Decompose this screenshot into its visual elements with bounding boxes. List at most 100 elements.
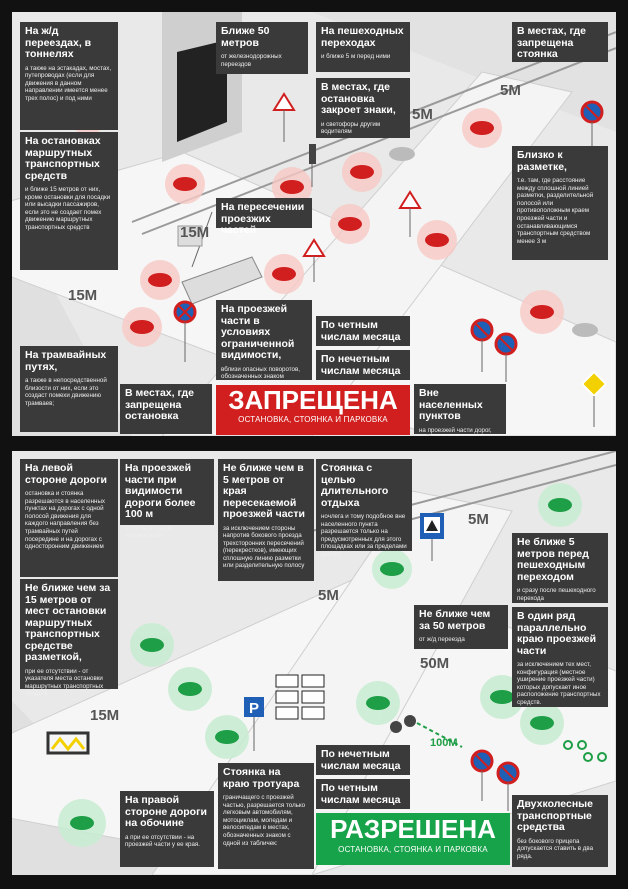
info-title: На проезжей части в условиях ограниченно… — [221, 303, 295, 361]
info-title: На трамвайных путях, — [25, 349, 107, 373]
info-box: На проезжей части при видимости дороги б… — [120, 459, 214, 539]
info-box: По четным числам месяца — [316, 779, 410, 809]
info-title: В один ряд параллельно краю проезжей час… — [517, 610, 597, 657]
camping-sign-icon — [420, 513, 444, 561]
info-box: Не ближе чем за 50 метров от ж/д переезд… — [414, 605, 508, 649]
info-title: Не ближе чем за 15 метров от мест остано… — [25, 582, 111, 663]
info-title: В местах, где запрещена стоянка — [517, 25, 586, 60]
info-text: ночлега и тому подобное вне населенного … — [321, 513, 407, 558]
forbidden-banner: ЗАПРЕЩЕНА ОСТАНОВКА, СТОЯНКА И ПАРКОВКА — [216, 385, 410, 435]
info-box: В один ряд параллельно краю проезжей час… — [512, 607, 608, 707]
info-text: хотя бы в одном направлении — [125, 524, 172, 540]
info-text: а при ее отсутствии - на проезжей части … — [125, 833, 200, 849]
info-box: На проезжей части в условиях ограниченно… — [216, 300, 312, 380]
dangerous-turn-sign-icon — [302, 238, 326, 282]
warning-sign-icon — [398, 190, 422, 237]
info-text: остановка и стоянка разрешаются в населе… — [25, 490, 105, 551]
distance-label: 15М — [90, 707, 120, 724]
main-road-sign-icon — [580, 370, 608, 427]
distance-label: 5М — [412, 106, 433, 123]
no-parking-even-days-sign-icon — [470, 318, 494, 372]
distance-label: 5М — [500, 82, 521, 99]
allowed-cars — [70, 498, 572, 830]
info-title: По четным числам месяца — [321, 782, 401, 806]
no-parking-odd-days-sign-icon — [470, 749, 494, 801]
info-title: Ближе 50 метров — [221, 25, 270, 49]
info-title: Вне населенных пунктов — [419, 387, 483, 422]
info-box: В местах, где запрещена стоянка — [512, 22, 608, 62]
info-title: На пешеходных переходах — [321, 25, 404, 49]
info-text: при ее отсутствии - от указателя места о… — [25, 667, 104, 698]
info-text: и светофоры другим водителям — [321, 120, 381, 136]
info-text: от ж/д переезда — [419, 636, 465, 643]
info-text: граничащего с проезжей частью, разрешает… — [223, 794, 306, 847]
forbidden-street-illustration — [12, 12, 616, 436]
bus-stop-marking — [46, 731, 90, 755]
info-box: Не ближе чем за 15 метров от мест остано… — [20, 579, 118, 697]
info-box: На пешеходных переходах и ближе 5 м пере… — [316, 22, 410, 72]
info-title: Не ближе 5 метров перед пешеходным перех… — [517, 536, 589, 583]
parking-plates-icon — [275, 674, 325, 720]
info-text: и ближе 15 метров от них, кроме остановк… — [25, 186, 111, 231]
info-title: На правой стороне дороги на обочине — [125, 794, 207, 829]
banner-title: РАЗРЕШЕНА — [330, 814, 496, 844]
info-title: Двухколесные транспортные средства — [517, 798, 593, 833]
no-stopping-sign-icon — [173, 300, 197, 362]
no-parking-odd-days-sign-icon — [494, 332, 518, 382]
no-parking-even-days-sign-icon — [496, 761, 520, 811]
distance-label: 15М — [68, 287, 98, 304]
info-box: На пересечении проезжих частей — [216, 198, 312, 236]
info-box: Не ближе 5 метров перед пешеходным перех… — [512, 533, 608, 603]
info-box: По четным числам месяца — [316, 316, 410, 346]
info-box: Ближе 50 метров от железнодорожных перее… — [216, 22, 308, 74]
info-box: На трамвайных путях, а также в непосредс… — [20, 346, 118, 432]
info-text: на проезжей части дорог, обозначенных зн… — [419, 426, 492, 437]
info-box: По нечетным числам месяца — [316, 350, 410, 380]
info-text: а также на эстакадах, мостах, путепровод… — [25, 64, 112, 102]
info-box: На остановках маршрутных транспортных ср… — [20, 132, 118, 270]
info-title: По нечетным числам месяца — [321, 353, 401, 377]
rail-crossing-sign-icon — [272, 92, 296, 142]
distance-label: 100М — [430, 737, 458, 749]
info-text: вблизи опасных поворотов, обозначенных з… — [221, 365, 300, 381]
info-text: и сразу после пешеходного перехода — [517, 587, 596, 602]
info-title: Не ближе чем в 5 метров от края пересека… — [223, 462, 305, 520]
info-title: На левой стороне дороги — [25, 462, 107, 486]
svg-text:P: P — [249, 700, 259, 717]
distance-label: 50М — [420, 655, 450, 672]
distance-label: 5М — [318, 587, 339, 604]
binoculars-icon — [390, 715, 416, 733]
allowed-panel: P 15М 5М 5М 50М 100М На левой стороне до… — [12, 451, 616, 875]
traffic-light-icon — [309, 144, 316, 187]
banner-title: ЗАПРЕЩЕНА — [228, 385, 398, 415]
info-box: Стоянка с целью длительного отдыха ночле… — [316, 459, 412, 558]
bus-stop-shelter — [177, 225, 203, 247]
parking-sign-icon: P — [244, 697, 264, 751]
info-title: На ж/д переездах, в тоннелях — [25, 25, 92, 60]
info-text: от железнодорожных переездов — [221, 53, 282, 68]
info-title: В местах, где запрещена остановка — [125, 387, 194, 422]
banner-subtitle: ОСТАНОВКА, СТОЯНКА И ПАРКОВКА — [238, 415, 388, 424]
info-box: Стоянка на краю тротуара граничащего с п… — [218, 763, 314, 869]
info-title: На пересечении проезжих частей — [221, 201, 305, 236]
info-box: Не ближе чем в 5 метров от края пересека… — [218, 459, 314, 581]
info-text: и ближе 5 м перед ними — [321, 53, 391, 60]
info-text: а также в непосредственной близости от н… — [25, 377, 107, 407]
info-title: По четным числам месяца — [321, 319, 401, 343]
forbidden-panel: 15М 15М 5М 5М На ж/д переездах, в тоннел… — [12, 12, 616, 436]
info-title: Стоянка с целью длительного отдыха — [321, 462, 389, 509]
info-text: без бокового прицепа допускается ставить… — [517, 837, 594, 860]
info-title: Близко к разметке, — [517, 149, 567, 173]
info-title: Стоянка на краю тротуара — [223, 766, 300, 790]
allowed-banner: РАЗРЕШЕНА ОСТАНОВКА, СТОЯНКА И ПАРКОВКА — [316, 813, 510, 865]
banner-subtitle: ОСТАНОВКА, СТОЯНКА И ПАРКОВКА — [338, 845, 488, 854]
distance-label: 15М — [180, 224, 210, 241]
forbidden-cars — [76, 105, 554, 334]
info-box: На ж/д переездах, в тоннелях а также на … — [20, 22, 118, 130]
motorcycle-icon — [563, 740, 607, 762]
info-box: Близко к разметке, т.е. там, где расстоя… — [512, 146, 608, 260]
info-box: На левой стороне дороги остановка и стоя… — [20, 459, 118, 577]
info-title: По нечетным числам месяца — [321, 748, 401, 772]
info-box: Двухколесные транспортные средства без б… — [512, 795, 608, 867]
info-box: В местах, где запрещена остановка — [120, 384, 212, 434]
